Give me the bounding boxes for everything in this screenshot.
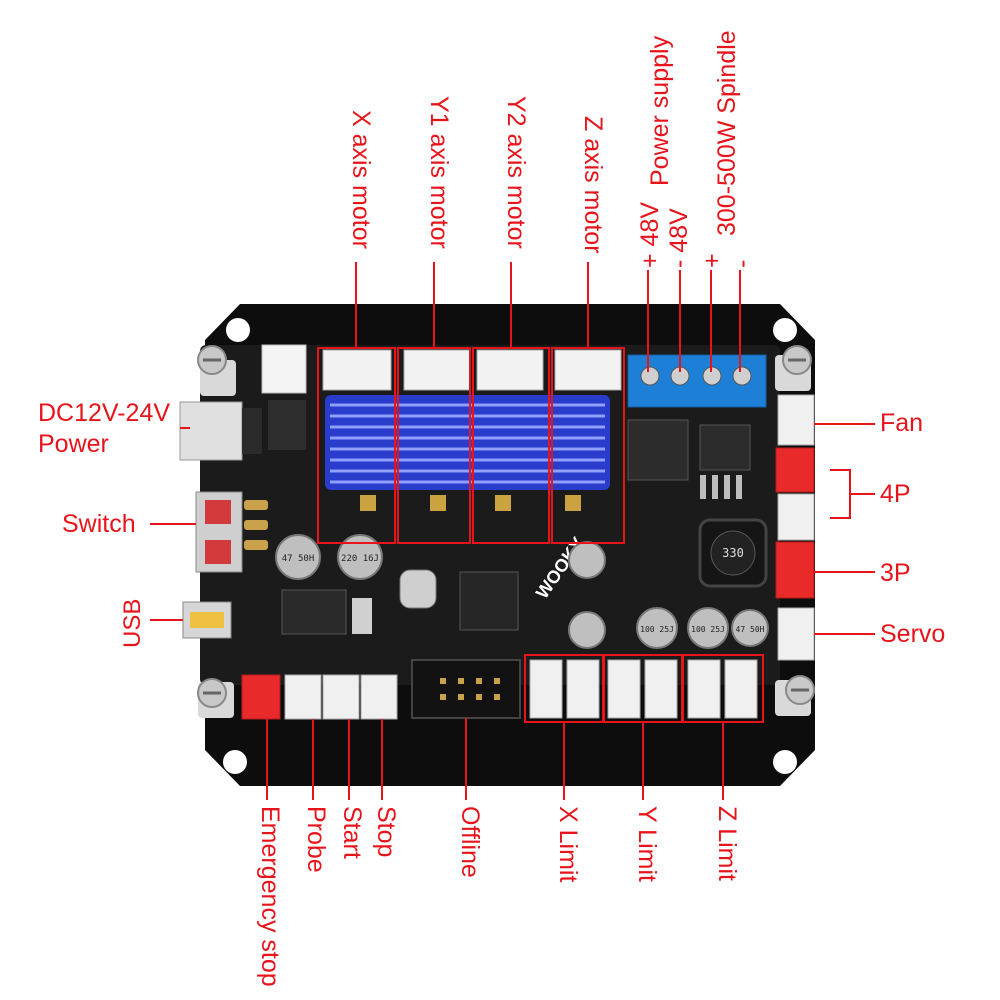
mount-hole	[223, 750, 247, 774]
motor-connector-z	[554, 349, 622, 391]
label-4p: 4P	[880, 480, 911, 508]
capacitor	[275, 534, 321, 580]
capacitor	[568, 541, 606, 579]
label-spindle-plus: +	[698, 253, 726, 268]
y-limit-connector-1	[607, 659, 641, 719]
y-limit-connector-2	[644, 659, 678, 719]
cap1-text: 47 50H	[282, 554, 315, 564]
label-spindle-minus: -	[728, 259, 756, 268]
label-dc-power-line2: Power	[38, 430, 109, 458]
label-y-limit: Y Limit	[633, 806, 661, 882]
3p-connector	[775, 541, 815, 599]
capacitor	[731, 609, 769, 647]
servo-connector	[777, 607, 815, 661]
label-spindle: 300-500W Spindle	[713, 30, 741, 236]
cap5-text: 100 25J	[640, 625, 674, 634]
label-minus-48v: - 48V	[665, 208, 693, 268]
label-offline: Offline	[456, 806, 484, 878]
capacitor	[687, 607, 729, 649]
crystal	[399, 569, 437, 609]
standoff-screw	[197, 678, 234, 718]
label-x-limit: X Limit	[554, 806, 582, 883]
heatsink	[325, 395, 610, 490]
mount-hole	[773, 750, 797, 774]
offline-header	[411, 659, 521, 719]
label-switch: Switch	[62, 510, 136, 538]
mount-hole	[773, 318, 797, 342]
x-limit-connector-2	[566, 659, 600, 719]
mount-hole	[226, 318, 250, 342]
label-dc-power: DC12V-24V Power	[38, 398, 170, 460]
dc-jack	[179, 401, 243, 461]
regulator	[268, 400, 306, 450]
label-power-supply: Power supply	[646, 35, 674, 186]
usb-chip	[281, 589, 347, 635]
z-limit-connector-1	[687, 659, 721, 719]
capacitor	[568, 611, 606, 649]
label-fan: Fan	[880, 409, 924, 437]
mosfet	[627, 419, 689, 481]
label-dc-power-line1: DC12V-24V	[38, 399, 171, 427]
microcontroller	[459, 571, 519, 631]
inductor-text: 330	[722, 546, 744, 560]
standoff-screw	[775, 345, 812, 391]
motor-connector-y1	[403, 349, 471, 391]
label-on: ON	[176, 546, 191, 567]
label-stop: Stop	[372, 806, 400, 858]
label-x-axis-motor: X axis motor	[347, 110, 375, 249]
probe-connector	[284, 674, 322, 720]
capacitor	[337, 534, 383, 580]
label-y1-axis-motor: Y1 axis motor	[425, 96, 453, 249]
capacitor	[636, 607, 678, 649]
x-limit-connector-1	[529, 659, 563, 719]
label-z-limit: Z Limit	[713, 806, 741, 881]
cap7-text: 47 50H	[736, 625, 765, 634]
4p-connector-bottom	[777, 493, 815, 541]
label-off: OFF	[176, 482, 191, 508]
emergency-stop-connector	[241, 674, 281, 720]
stop-connector	[360, 674, 398, 720]
label-probe: Probe	[302, 806, 330, 873]
motor-connector-y2	[476, 349, 544, 391]
cap6-text: 100 25J	[691, 625, 725, 634]
label-servo: Servo	[880, 620, 946, 648]
standoff-screw	[775, 675, 815, 716]
label-3p: 3P	[880, 559, 911, 587]
fan-connector	[777, 394, 815, 446]
label-start: Start	[338, 806, 366, 859]
standoff-screw	[197, 345, 236, 396]
label-emergency-stop: Emergency stop	[256, 806, 284, 987]
cap2-text: 220 16J	[341, 554, 379, 564]
start-connector	[322, 674, 360, 720]
label-z-axis-motor: Z axis motor	[579, 116, 607, 254]
4p-connector-top	[775, 447, 815, 493]
mosfet	[699, 424, 751, 471]
label-usb: USB	[119, 598, 146, 648]
motor-connector-x	[322, 349, 392, 391]
z-limit-connector-2	[724, 659, 758, 719]
label-y2-axis-motor: Y2 axis motor	[502, 96, 530, 249]
label-plus-48v: + 48V	[636, 201, 664, 268]
